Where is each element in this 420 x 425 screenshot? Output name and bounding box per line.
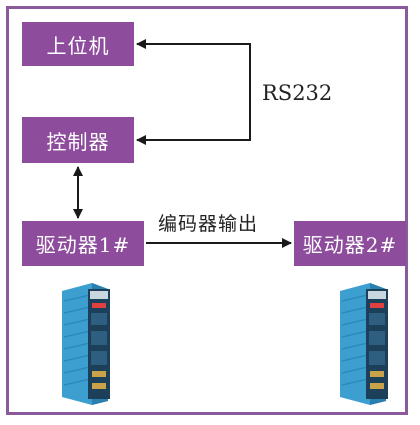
driver-2-node: 驱动器2# xyxy=(294,221,406,266)
host-computer-node: 上位机 xyxy=(22,22,134,66)
servo-drive-unit-1-icon xyxy=(62,283,110,405)
rs232-link-line xyxy=(136,39,251,145)
encoder-output-label: 编码器输出 xyxy=(158,213,259,235)
controller-node: 控制器 xyxy=(22,117,134,163)
driver-1-node: 驱动器1# xyxy=(22,221,144,266)
rs232-label: RS232 xyxy=(262,81,333,105)
servo-drive-unit-2-icon xyxy=(340,283,388,405)
diagram-frame xyxy=(6,6,408,415)
